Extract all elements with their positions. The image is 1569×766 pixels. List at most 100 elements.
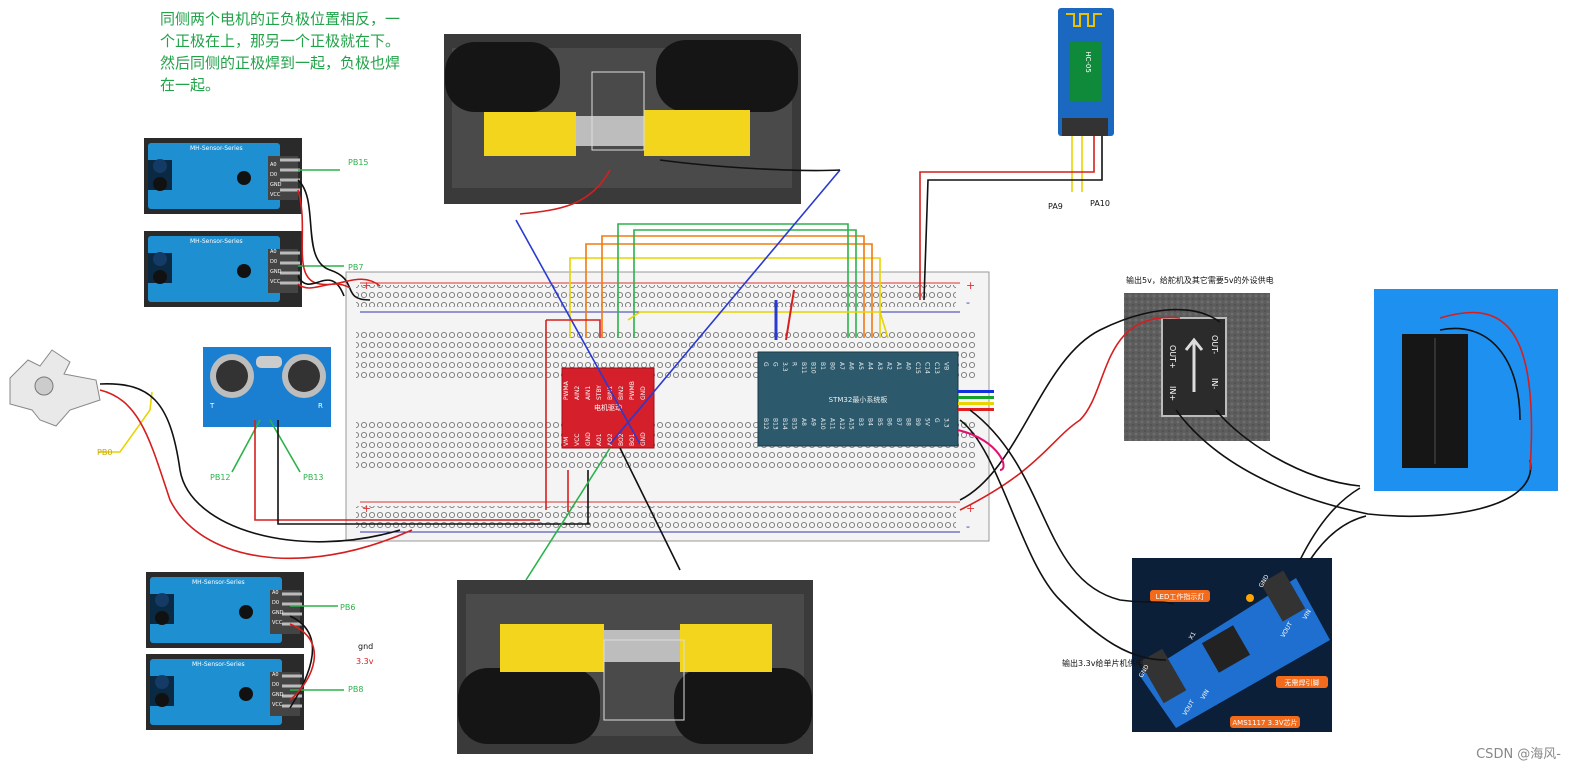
- driver-pin-top: BIN2: [618, 386, 625, 400]
- note-line: 个正极在上，那另一个正极就在下。: [160, 32, 401, 50]
- note-line: 在一起。: [160, 76, 221, 94]
- svg-text:-: -: [966, 296, 970, 309]
- driver-pin-top: STBY: [596, 385, 603, 400]
- stm32-pin-bottom: A11: [829, 418, 836, 430]
- driver-pin-top: PWMA: [563, 380, 570, 400]
- battery-box: [1374, 289, 1558, 491]
- driver-pin-bottom: BO1: [629, 433, 636, 446]
- ir-pin-label: GND: [270, 182, 282, 188]
- stm32-pin-bottom: A10: [819, 418, 826, 430]
- ir-sensor-title: MH-Sensor-Series: [190, 238, 243, 245]
- ir-pin-label: A0: [272, 590, 279, 596]
- stm32-pin-bottom: B5: [876, 418, 883, 426]
- label-out5v: 输出5v，给舵机及其它需要5v的外设供电: [1126, 275, 1274, 285]
- ir-pin-label: D0: [270, 259, 277, 265]
- svg-text:-: -: [966, 520, 970, 533]
- stm32-title: STM32最小系统板: [829, 395, 888, 404]
- driver-pin-top: BIN1: [607, 386, 614, 400]
- ir-pin-label: VCC: [272, 620, 283, 626]
- reg-pin-x1: X1: [1188, 630, 1198, 641]
- ultrasonic-sensor: T R: [203, 347, 331, 427]
- label-out33: 输出3.3v给单片机供电: [1062, 658, 1143, 668]
- stm32-pin-bottom: B7: [895, 418, 902, 426]
- driver-pin-bottom: GND: [585, 432, 592, 446]
- stm32-pin-top: 3.3: [781, 362, 788, 372]
- wires: [98, 136, 1533, 709]
- driver-pin-top: GND: [640, 386, 647, 400]
- driver-pin-top: PWMB: [629, 381, 636, 400]
- stm32-pin-top: G: [772, 362, 779, 367]
- svg-text:+: +: [362, 279, 371, 292]
- stm32-pin-top: A3: [876, 362, 883, 370]
- label-pa10: PA10: [1090, 199, 1110, 208]
- stm32-pin-bottom: A12: [838, 418, 845, 430]
- ir-sensor-title: MH-Sensor-Series: [192, 579, 245, 586]
- stm32-pin-top: A0: [905, 362, 912, 370]
- label-pb8: PB8: [348, 685, 363, 694]
- charger-module: OUT+ OUT- IN+ IN-: [1124, 293, 1270, 441]
- ir-pin-label: A0: [270, 162, 277, 168]
- stm32-pin-bottom: B9: [914, 418, 921, 426]
- stm32-pin-bottom: B6: [886, 418, 893, 426]
- stm32-pin-bottom: 3.3: [943, 418, 950, 428]
- ir-pin-label: GND: [272, 610, 284, 616]
- stm32-pin-top: B1: [819, 362, 826, 370]
- label-pb13: PB13: [303, 473, 324, 482]
- charger-pin-outp: OUT+: [1168, 345, 1177, 369]
- driver-pin-bottom: VCC: [574, 434, 581, 446]
- charger-pin-inp: IN+: [1168, 386, 1177, 401]
- stm32-pin-top: A7: [838, 362, 845, 370]
- label-pb0: PB0: [97, 448, 112, 457]
- no-solder-label: 无需焊引脚: [1285, 678, 1320, 687]
- stm32-pin-bottom: B8: [905, 418, 912, 426]
- stm32-pin-top: A5: [857, 362, 864, 370]
- driver-pin-bottom: AO2: [607, 433, 614, 446]
- ir-pin-label: VCC: [270, 192, 281, 198]
- stm32-pin-bottom: A15: [848, 418, 855, 430]
- motor-photo-top: [444, 34, 801, 204]
- stm32-pin-bottom: A9: [810, 418, 817, 426]
- ir-sensor-title: MH-Sensor-Series: [192, 661, 245, 668]
- ir-pin-label: D0: [272, 600, 279, 606]
- stm32-pin-top: B10: [810, 362, 817, 374]
- label-gnd: gnd: [358, 642, 373, 651]
- stm32-pin-bottom: A8: [800, 418, 807, 426]
- stm32-pin-top: B11: [800, 362, 807, 374]
- servo-motor: [9, 349, 101, 427]
- charger-pin-inn: IN-: [1210, 378, 1219, 389]
- led-indicator-label: LED工作指示灯: [1156, 592, 1205, 601]
- stm32-pin-bottom: B4: [867, 418, 874, 426]
- chip-label: AMS1117 3.3V芯片: [1232, 718, 1297, 727]
- solder-note: 同侧两个电机的正负极位置相反，一 个正极在上，那另一个正极就在下。 然后同侧的正…: [160, 8, 422, 96]
- stm32-pin-top: A1: [895, 362, 902, 370]
- stm32-pin-bottom: B3: [857, 418, 864, 426]
- stm32-pin-bottom: G: [933, 418, 940, 423]
- ir-pin-label: A0: [270, 249, 277, 255]
- driver-title: 电机驱动: [594, 403, 622, 412]
- svg-text:+: +: [966, 502, 975, 515]
- regulator-module: GND VIN GND VOUT VOUT VIN X1 LED工作指示灯 无需…: [1132, 558, 1332, 732]
- stm32-pin-top: A6: [848, 362, 855, 370]
- driver-pin-bottom: VM: [563, 437, 570, 446]
- stm32-pin-bottom: 5V: [924, 418, 931, 427]
- note-line: 然后同侧的正极焊到一起，负极也焊: [160, 54, 401, 72]
- ir-pin-label: A0: [272, 672, 279, 678]
- stm32-pin-top: B0: [829, 362, 836, 370]
- ir-pin-label: VCC: [272, 702, 283, 708]
- stm32-pin-bottom: B13: [772, 418, 779, 430]
- ir-pin-label: GND: [270, 269, 282, 275]
- ir-pin-label: VCC: [270, 279, 281, 285]
- stm32-pin-top: A2: [886, 362, 893, 370]
- ir-pin-label: GND: [272, 692, 284, 698]
- label-3v3: 3.3v: [356, 657, 374, 666]
- bluetooth-name: HC-05: [1084, 51, 1092, 73]
- reg-pin-vin2: VIN: [1200, 689, 1211, 701]
- stm32-pin-top: VB: [943, 362, 950, 370]
- driver-pin-top: AIN2: [574, 386, 581, 400]
- stm32-pin-bottom: B15: [791, 418, 798, 430]
- motor-photo-bottom: [457, 580, 813, 754]
- driver-pin-bottom: AO1: [596, 433, 603, 446]
